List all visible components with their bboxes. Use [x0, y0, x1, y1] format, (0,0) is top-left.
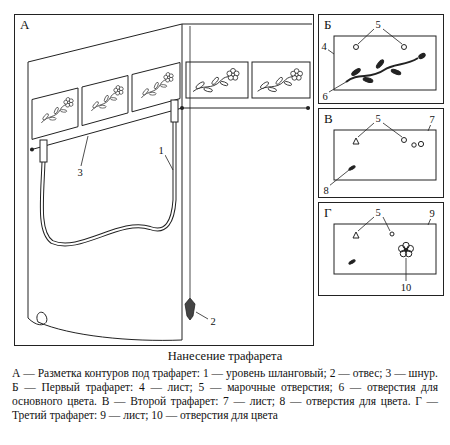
- frieze: [87, 85, 127, 112]
- stencil-sheet: [375, 59, 384, 69]
- callout-number: 4: [320, 41, 327, 52]
- stencil-sheet: [334, 36, 436, 90]
- wall-corner: [182, 24, 183, 340]
- leader-line: [81, 29, 431, 319]
- figure-title: Нанесение трафарета: [0, 349, 450, 363]
- frieze: [252, 62, 310, 98]
- leader-line: [358, 29, 374, 44]
- callout-number: 8: [322, 185, 329, 196]
- cord: [30, 108, 310, 150]
- panel-letter: Г: [323, 206, 333, 220]
- stencil-sheet: [402, 138, 407, 143]
- callout-number: 5: [374, 207, 381, 218]
- leader-line: [81, 136, 88, 166]
- callout-number: 5: [374, 19, 381, 30]
- panel-letter: Б: [323, 18, 332, 32]
- wall-corner: [28, 62, 182, 340]
- frieze: [193, 68, 239, 92]
- stencil-sheet: [348, 165, 355, 171]
- hose-level: [42, 122, 175, 244]
- hose-level: [42, 122, 175, 244]
- stencil-sheet: [348, 259, 355, 265]
- leader-line: [383, 217, 390, 231]
- stencil-sheet: [353, 138, 359, 144]
- panel-letter: В: [323, 112, 334, 126]
- callout-number: 9: [428, 208, 435, 219]
- callout-number: 5: [374, 113, 381, 124]
- callout-number: 1: [157, 145, 164, 156]
- plumb-line: [190, 26, 191, 298]
- cord: [30, 148, 34, 152]
- callout-number: 3: [76, 167, 83, 178]
- wall-corner: [28, 24, 312, 62]
- leader-line: [165, 155, 173, 170]
- plumb-line: [185, 26, 195, 320]
- panel-frame: А: [14, 14, 314, 346]
- stencil-sheet: [390, 232, 394, 236]
- cord: [180, 106, 184, 110]
- leader-line: [196, 312, 208, 319]
- leader-line: [428, 218, 431, 225]
- stencil-sheet: [334, 130, 436, 180]
- stencil-sheet: [402, 45, 407, 50]
- stencil-sheet: [353, 232, 359, 238]
- stencil-sheet: [334, 224, 436, 274]
- hose-level: [40, 140, 47, 162]
- leader-line: [329, 170, 349, 186]
- leader-line: [358, 123, 374, 137]
- stencil-sheet: [418, 53, 426, 60]
- frieze: [82, 76, 128, 126]
- frieze: [32, 62, 310, 139]
- frieze: [37, 97, 77, 124]
- frieze: [258, 69, 303, 93]
- leader-line: [428, 124, 431, 131]
- stencil-sheet: [412, 143, 416, 147]
- stencil-sheet: [346, 58, 418, 82]
- panel-letter: А: [19, 18, 30, 32]
- hose-level: [171, 100, 178, 122]
- leader-line: [358, 217, 374, 231]
- wall-corner: [28, 24, 312, 340]
- stencil-sheet: [363, 77, 374, 83]
- callout-number: 10: [400, 282, 413, 293]
- leader-line: [406, 258, 407, 281]
- stencil-sheet: [354, 45, 359, 50]
- leader-line: [383, 123, 402, 137]
- frieze: [32, 88, 78, 139]
- callout-number: 2: [209, 316, 216, 327]
- stencil-sheet: [418, 141, 423, 146]
- leader-line: [383, 29, 402, 44]
- cord: [30, 106, 310, 152]
- stencil-sheet: [351, 67, 361, 76]
- stencil-sheet: [334, 224, 436, 274]
- cord: [306, 106, 310, 110]
- stencil-sheet: [334, 36, 436, 90]
- callout-number: 6: [321, 91, 328, 102]
- callout-number: 7: [428, 114, 435, 125]
- plumb-line: [185, 298, 195, 320]
- figure-caption: А — Разметка контуров под трафарет: 1 — …: [12, 366, 438, 422]
- stencil-sheet: [404, 248, 408, 252]
- stencil-sheet: [391, 68, 402, 75]
- frieze: [137, 72, 177, 99]
- leader-line: [329, 82, 346, 92]
- leader-line: [327, 49, 334, 54]
- hose-level: [40, 100, 178, 244]
- stencil-sheet: [334, 130, 436, 180]
- frieze: [186, 62, 248, 98]
